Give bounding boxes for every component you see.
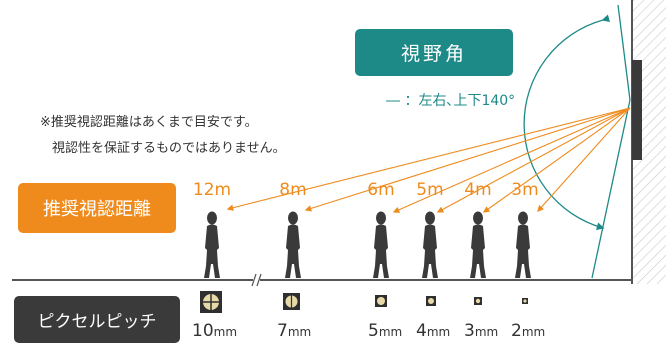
pitch-unit: mm <box>378 325 403 339</box>
person-4m <box>470 211 486 278</box>
pitch-number: 5 <box>368 321 379 341</box>
pitch-unit: mm <box>213 325 238 339</box>
distance-label-3m: 3m <box>511 180 539 200</box>
sight-line-8m <box>304 107 631 212</box>
pitch-unit: mm <box>287 325 312 339</box>
pitch-number: 4 <box>416 321 427 341</box>
pitch-number: 2 <box>511 321 522 341</box>
pitch-unit: mm <box>521 325 546 339</box>
pitch-number: 10 <box>192 321 214 341</box>
distance-label-4m: 4m <box>464 180 492 200</box>
pitch-number: 3 <box>464 321 475 341</box>
fov-lower-line <box>591 99 631 279</box>
pixel-5mm <box>375 295 387 307</box>
fov-upper-line <box>617 4 631 101</box>
viewing-distance-badge: 推奨視認距離 <box>18 183 176 233</box>
note-line-2: 視認性を保証するものではありません。 <box>52 141 286 156</box>
pitch-value-2mm: 2mm <box>511 321 545 341</box>
pitch-unit: mm <box>426 325 451 339</box>
pixel-pitch-badge: ピクセルピッチ <box>14 296 180 343</box>
note-line-1: ※推奨視認距離はあくまで目安です。 <box>40 115 258 130</box>
person-5m <box>422 211 438 278</box>
pitch-value-3mm: 3mm <box>464 321 498 341</box>
viewing-distance-label: 推奨視認距離 <box>43 199 151 220</box>
ground-break-mark <box>251 273 262 287</box>
person-8m <box>285 211 301 278</box>
sight-line-4m <box>482 107 631 213</box>
pitch-value-5mm: 5mm <box>368 321 402 341</box>
disclaimer-note: ※推奨視認距離はあくまで目安です。 視認性を保証するものではありません。 <box>40 110 286 162</box>
pitch-value-10mm: 10mm <box>192 321 237 341</box>
fov-title: 視野角 <box>400 43 467 65</box>
pixel-2mm <box>522 298 528 304</box>
led-display-panel <box>632 60 642 160</box>
person-3m <box>515 211 531 278</box>
distance-label-5m: 5m <box>416 180 444 200</box>
distance-label-6m: 6m <box>367 180 395 200</box>
sight-line-5m <box>436 107 631 213</box>
sight-line-12m <box>226 107 631 211</box>
fov-legend: ― ：左右､上下140° <box>386 93 516 109</box>
pixel-3mm <box>474 297 482 305</box>
pixel-10mm <box>200 291 222 313</box>
pixel-pitch-label: ピクセルピッチ <box>37 312 157 332</box>
pitch-value-7mm: 7mm <box>277 321 311 341</box>
person-6m <box>373 211 389 278</box>
fov-badge: 視野角 <box>355 29 513 76</box>
sight-line-6m <box>392 107 631 213</box>
person-12m <box>204 211 220 278</box>
pitch-number: 7 <box>277 321 288 341</box>
pitch-unit: mm <box>474 325 499 339</box>
pixel-4mm <box>426 296 436 306</box>
field-of-view <box>523 4 631 279</box>
distance-label-8m: 8m <box>279 180 307 200</box>
pitch-value-4mm: 4mm <box>416 321 450 341</box>
sight-line-3m <box>537 107 631 212</box>
pixel-7mm <box>283 293 300 310</box>
distance-label-12m: 12m <box>192 180 232 200</box>
sight-lines <box>226 107 631 213</box>
fov-arc <box>523 14 611 231</box>
